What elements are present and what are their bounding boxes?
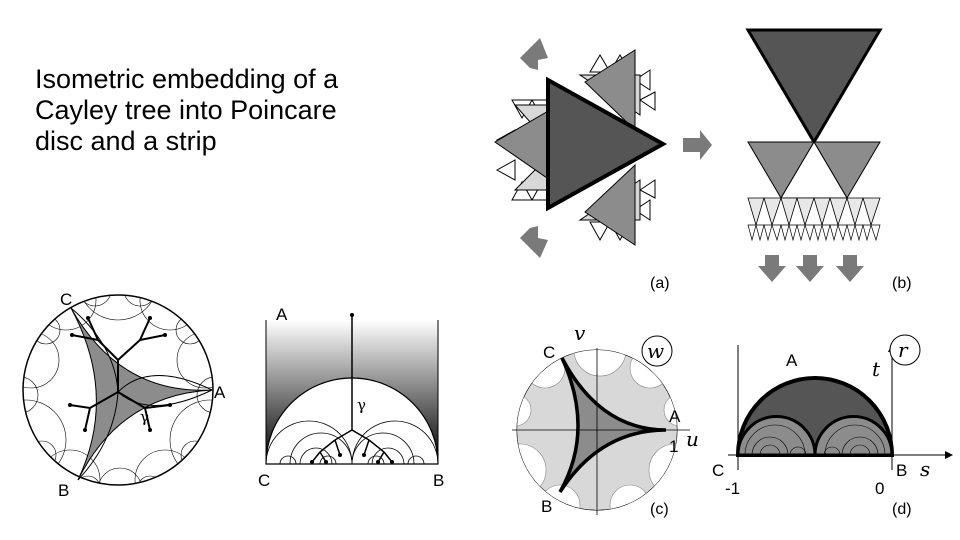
disc-geodesic-label: γ	[140, 408, 149, 426]
panel-b-caption: (b)	[892, 275, 912, 292]
panel-c-vertex-b: B	[541, 497, 552, 516]
panel-d-axis-t: t	[872, 357, 881, 381]
arrow-down-icon	[836, 255, 864, 282]
strip-vertex-b: B	[433, 471, 444, 490]
arrow-down-icon	[758, 255, 786, 282]
panel-c-tick-1: 1	[669, 437, 678, 456]
panel-d-caption: (d)	[892, 501, 912, 518]
panel-d-half-plane: r t s A C -1 B 0	[712, 334, 953, 498]
panel-c-axis-u: u	[686, 427, 699, 451]
strip-vertex-c: C	[258, 471, 270, 490]
panel-c-caption: (c)	[650, 501, 669, 518]
poincare-disc: C A B γ	[22, 290, 226, 500]
panel-d-badge: r	[898, 338, 909, 362]
upper-half-strip: A C B γ	[258, 305, 444, 490]
disc-vertex-c: C	[60, 290, 72, 309]
panel-d-vertex-c: C	[712, 461, 724, 480]
panel-b-triangle-rows	[745, 28, 883, 282]
arrow-right-icon	[683, 130, 712, 160]
panel-c-axis-v: v	[574, 321, 586, 345]
disc-vertex-a: A	[214, 383, 226, 402]
panel-c-vertex-a: A	[669, 407, 681, 426]
panel-d-vertex-b: B	[896, 461, 907, 480]
panel-c-badge: w	[647, 339, 664, 363]
arrow-down-left-icon	[520, 226, 548, 258]
panel-d-tick-m1: -1	[725, 479, 740, 498]
slide-title: Isometric embedding of a Cayley tree int…	[35, 64, 339, 156]
panel-d-tick-0: 0	[875, 479, 884, 498]
strip-geodesic-label: γ	[357, 396, 366, 414]
panel-a-triangle-fractal	[494, 38, 712, 258]
panel-c-disc: w v u C A 1 B	[512, 321, 699, 516]
disc-vertex-b: B	[58, 481, 69, 500]
arrow-down-icon	[796, 255, 824, 282]
panel-d-vertex-a: A	[786, 351, 798, 370]
arrow-up-left-icon	[520, 38, 548, 70]
panel-a-caption: (a)	[650, 275, 670, 292]
panel-c-vertex-c: C	[543, 343, 555, 362]
strip-vertex-a: A	[276, 305, 288, 324]
panel-d-axis-s: s	[920, 457, 930, 481]
